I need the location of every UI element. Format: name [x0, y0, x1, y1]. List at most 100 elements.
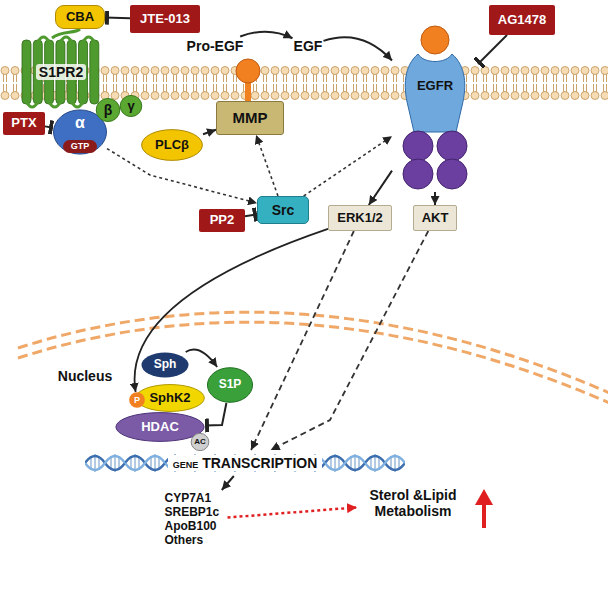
helix-loop [49, 102, 60, 107]
lipid-circle-outline [207, 368, 252, 403]
node-text: Sph [154, 358, 177, 372]
helix-loop [72, 102, 83, 107]
receptor-node: S1PR2 [20, 36, 102, 108]
dna-strands [85, 450, 405, 476]
g-gamma-subunit-outline [120, 95, 142, 116]
node-text: CBA [66, 10, 94, 25]
gtp-badge: GTP [63, 140, 97, 153]
egf-ligand [421, 26, 449, 54]
helix-loop [38, 37, 49, 42]
helix [90, 40, 99, 104]
node-text: ApoB100 [165, 520, 217, 534]
lipid-circle: S1P [207, 367, 253, 403]
protein-label: EGF [293, 37, 324, 56]
pro-egf-head [236, 59, 260, 83]
helix-loop [60, 37, 71, 42]
node-text: GTP [71, 141, 90, 151]
gene-list: CYP7A1SREBP1cApoB100Others [165, 490, 228, 550]
connector [45, 126, 53, 127]
kinase-domain [403, 131, 433, 161]
connector [228, 507, 358, 517]
node-text: CYP7A1 [165, 492, 212, 506]
inhibitor-box: AG1478 [489, 5, 555, 35]
node-text: SREBP1c [165, 506, 220, 520]
inhibitor-box: JTE-013 [130, 5, 200, 33]
node-text: JTE-013 [140, 12, 190, 27]
connector [434, 192, 436, 205]
enzyme-ellipse-outline [116, 413, 204, 442]
connector [205, 403, 226, 426]
node-text: HDAC [141, 420, 179, 435]
node-text: GENE [173, 460, 199, 470]
node-text: Pro-EGF [187, 38, 244, 54]
connector [245, 214, 257, 216]
nuclear-envelope [18, 312, 608, 394]
node-text: AKT [422, 211, 449, 226]
lipid-ellipse-outline [141, 353, 188, 378]
g-beta-subunit-outline [96, 98, 120, 121]
increase-arrow-head [475, 489, 493, 505]
node-text: Src [272, 202, 295, 218]
kinase-domain [437, 131, 467, 161]
node-text: EGFR [417, 79, 453, 94]
region-label: Nucleus [58, 368, 112, 384]
dna-band: GENETRANSCRIPTION [85, 450, 405, 476]
label-patch: GENETRANSCRIPTION [168, 455, 323, 471]
egfr-body [405, 54, 464, 132]
enzyme-ellipse-outline [142, 130, 203, 161]
node-text: AC [194, 437, 206, 446]
kinase-box: Src [257, 196, 309, 224]
kinase-box: AKT [413, 205, 457, 231]
connector [105, 17, 130, 20]
connector [251, 231, 354, 450]
node-text: PP2 [210, 213, 235, 228]
connector [240, 32, 292, 39]
ligand-box: CBA [55, 5, 105, 29]
node-text: TRANSCRIPTION [202, 455, 317, 471]
node-text: S1PR2 [36, 64, 86, 80]
connector [478, 35, 507, 64]
node-text: S1P [219, 378, 242, 392]
increase-arrow [482, 503, 486, 528]
kinase-domain [437, 159, 467, 189]
egfr-structure [392, 22, 478, 192]
connector [369, 171, 392, 205]
outcome-label: Sterol &Lipid Metabolism [357, 485, 469, 522]
acetyl-badge-outline [191, 433, 209, 450]
connector [271, 231, 429, 450]
node-text: Others [165, 534, 204, 548]
helix-loop [83, 37, 94, 42]
protein-label: Pro-EGF [186, 37, 245, 56]
connector [304, 136, 392, 196]
kinase-box: ERK1/2 [328, 205, 392, 231]
inhibitor-box: PTX [3, 112, 45, 135]
g-beta-subunit: β [96, 98, 120, 122]
helix-loop [27, 102, 38, 107]
connector [203, 130, 216, 135]
connector [186, 350, 217, 367]
node-text: MMP [233, 109, 268, 126]
kinase-ellipse: SphK2 [135, 384, 205, 412]
kinase-domain [403, 159, 433, 189]
nuclear-envelope [18, 322, 608, 404]
enzyme-ellipse: HDAC [115, 412, 205, 442]
node-text: SphK2 [149, 391, 190, 406]
node-text: β [104, 102, 113, 118]
phospho-badge-outline [129, 392, 145, 407]
acetyl-badge: AC [191, 433, 209, 451]
node-text: Sterol &Lipid Metabolism [357, 487, 469, 519]
node-text: P [134, 395, 140, 405]
lipid-ellipse: Sph [141, 352, 189, 378]
node-text: EGF [294, 38, 323, 54]
connector [256, 135, 278, 196]
node-text: α [75, 114, 85, 132]
connector [324, 37, 393, 60]
inhibitor-box: PP2 [199, 209, 245, 232]
protease-box: MMP [216, 101, 284, 135]
node-text: AG1478 [498, 13, 546, 28]
enzyme-ellipse: PLCβ [141, 129, 203, 161]
node-text: γ [127, 99, 134, 114]
phospho-badge: P [129, 392, 145, 408]
node-text: PLCβ [155, 138, 189, 153]
kinase-ellipse-outline [136, 385, 205, 412]
